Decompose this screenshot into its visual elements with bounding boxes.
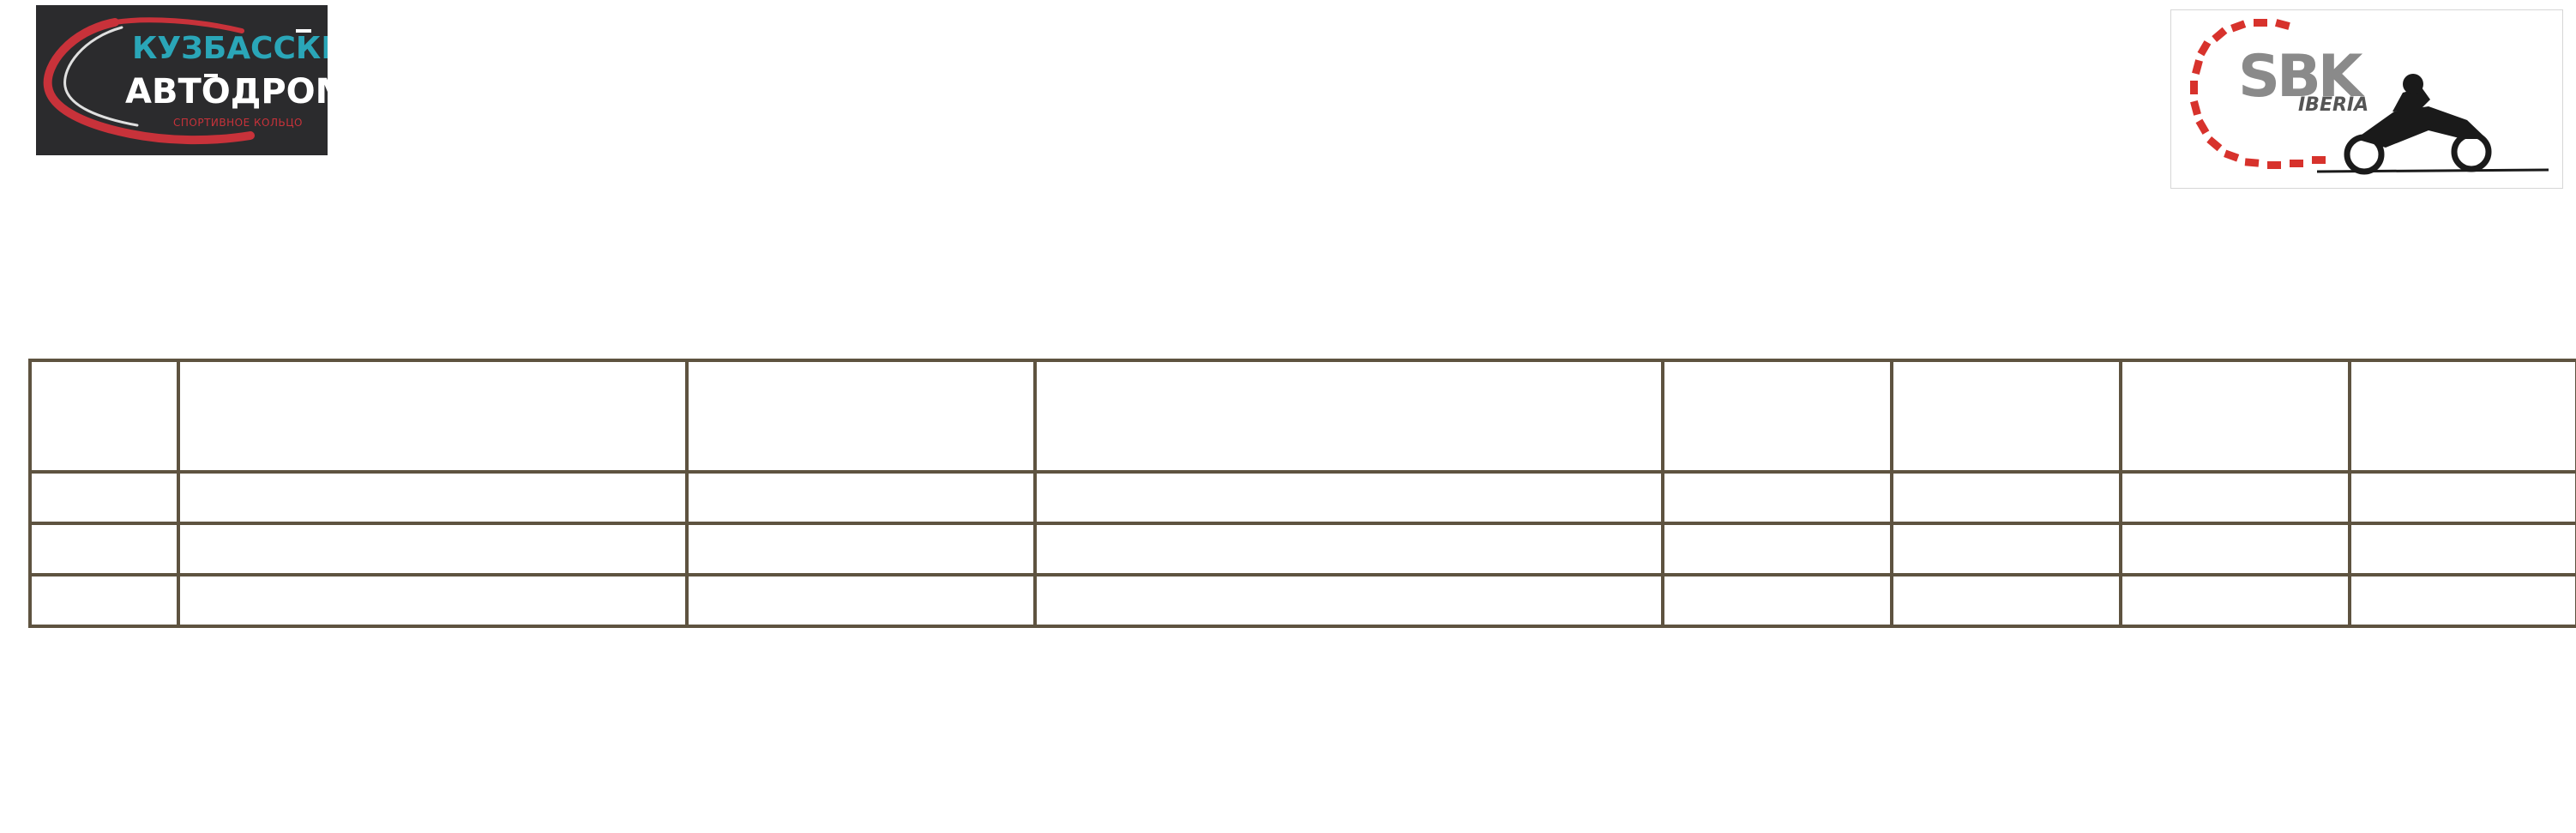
kuzbass-autodrom-logo: КУЗБАССКИЙ АВТОДРОМ СПОРТИВНОЕ КОЛЬЦО	[36, 5, 328, 155]
table-cell	[177, 573, 689, 628]
logo-line-2: АВТОДРОМ	[125, 72, 328, 112]
table-cell	[28, 470, 180, 525]
table-header-row	[28, 359, 2576, 474]
table-cell	[177, 522, 689, 576]
table-cell	[28, 522, 180, 576]
table-cell	[1033, 470, 1664, 525]
motorcycle-ring-icon	[2190, 19, 2549, 175]
table-cell	[685, 470, 1037, 525]
header-cell	[28, 359, 180, 474]
table-cell	[2119, 573, 2351, 628]
header-cell	[685, 359, 1037, 474]
table-cell	[2119, 470, 2351, 525]
logo-line-1: КУЗБАССКИЙ	[132, 31, 328, 66]
table-cell	[177, 470, 689, 525]
race-track-icon	[43, 17, 311, 145]
table-cell	[1890, 573, 2122, 628]
table-cell	[685, 573, 1037, 628]
sbk-wordmark: SBK	[2238, 43, 2362, 111]
header-cell	[1033, 359, 1664, 474]
table-cell	[1661, 470, 1893, 525]
iberia-wordmark: IBERIA	[2298, 94, 2369, 116]
table-row	[28, 470, 2576, 525]
table-cell	[2119, 522, 2351, 576]
table-cell	[28, 573, 180, 628]
header-cell	[1661, 359, 1893, 474]
table-cell	[2348, 470, 2576, 525]
table-cell	[1033, 573, 1664, 628]
header-cell	[2119, 359, 2351, 474]
table-row	[28, 522, 2576, 576]
table-row	[28, 573, 2576, 628]
header-cell	[177, 359, 689, 474]
table-cell	[1890, 522, 2122, 576]
table-cell	[2348, 522, 2576, 576]
table-cell	[685, 522, 1037, 576]
table-cell	[2348, 573, 2576, 628]
table-cell	[1890, 470, 2122, 525]
header-cell	[2348, 359, 2576, 474]
table-cell	[1033, 522, 1664, 576]
header-cell	[1890, 359, 2122, 474]
results-table	[28, 359, 2576, 628]
logo-line-3: СПОРТИВНОЕ КОЛЬЦО	[173, 117, 303, 129]
sbk-siberia-logo: SBK IBERIA	[2170, 9, 2563, 189]
table-cell	[1661, 522, 1893, 576]
table-cell	[1661, 573, 1893, 628]
